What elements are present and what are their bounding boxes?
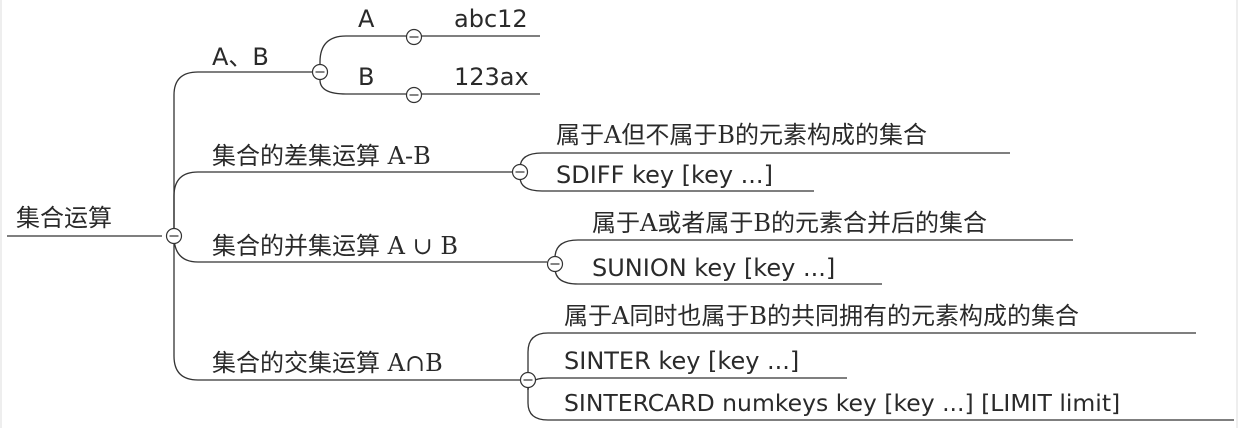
branch-3-collapse-toggle[interactable] — [546, 255, 564, 273]
b-collapse-toggle[interactable] — [405, 86, 423, 104]
branch-2-label[interactable]: 集合的差集运算 A-B — [212, 142, 431, 170]
branch-2-collapse-toggle[interactable] — [511, 163, 529, 181]
branch-2-child-1-label[interactable]: 属于A但不属于B的元素构成的集合 — [556, 121, 927, 149]
root-collapse-toggle[interactable] — [165, 227, 183, 245]
branch-2-child-2-label[interactable]: SDIFF key [key ...] — [556, 161, 773, 189]
branch-4-child-3-label[interactable]: SINTERCARD numkeys key [key ...] [LIMIT … — [564, 389, 1121, 417]
branch-4-child-3-edge — [527, 380, 1234, 421]
branch-4-collapse-toggle[interactable] — [519, 371, 537, 389]
branch-4-child-1-edge — [527, 332, 1196, 380]
branch-1-to-a-edge — [319, 35, 410, 72]
branch-1-label[interactable]: A、B — [212, 43, 269, 71]
a-collapse-toggle[interactable] — [405, 28, 423, 46]
branch-1-child-b-label[interactable]: B — [358, 63, 375, 91]
root-to-branch-1-edge — [173, 71, 312, 236]
branch-1-collapse-toggle[interactable] — [311, 63, 329, 81]
branch-4-child-2-label[interactable]: SINTER key [key ...] — [564, 347, 800, 375]
root-to-branch-4-edge — [173, 236, 520, 381]
branch-1-child-b-value[interactable]: 123ax — [454, 63, 529, 91]
branch-1-child-a-value[interactable]: abc12 — [454, 5, 528, 33]
root-node-label[interactable]: 集合运算 — [16, 204, 112, 232]
branch-1-child-a-label[interactable]: A — [358, 5, 375, 33]
branch-3-child-1-label[interactable]: 属于A或者属于B的元素合并后的集合 — [592, 209, 987, 237]
root-to-branch-2-edge — [173, 171, 512, 236]
branch-4-child-1-label[interactable]: 属于A同时也属于B的共同拥有的元素构成的集合 — [564, 302, 1079, 330]
branch-4-label[interactable]: 集合的交集运算 A∩B — [212, 349, 443, 377]
branch-3-child-2-label[interactable]: SUNION key [key ...] — [592, 254, 836, 282]
branch-3-label[interactable]: 集合的并集运算 A ∪ B — [212, 232, 458, 260]
